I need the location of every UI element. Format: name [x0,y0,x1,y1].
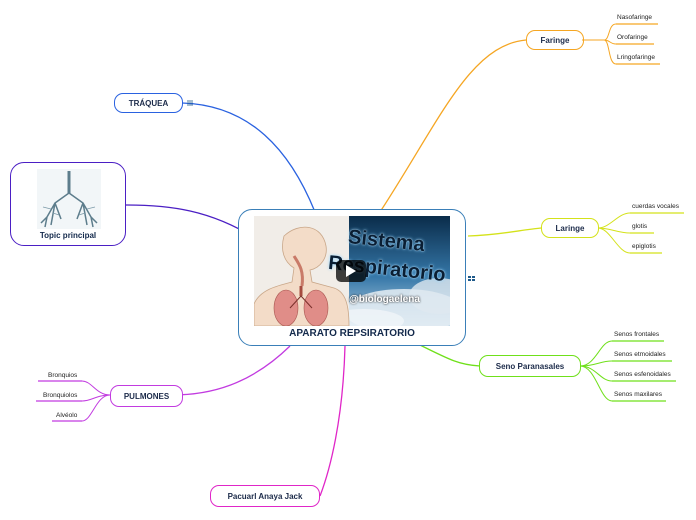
topic-principal-label: Topic principal [39,231,97,240]
faringe-child-orofaringe[interactable]: Orofaringe [617,34,648,41]
faringe-child-lringofaringe[interactable]: Lringofaringe [617,54,655,61]
senos-child-etmoidales[interactable]: Senos etmoidales [614,351,666,358]
link-traquea [181,102,316,213]
play-button[interactable] [336,260,366,282]
pulmones-child-bronquiolos[interactable]: Bronquiolos [43,392,78,399]
traquea-node[interactable]: TRÁQUEA [114,93,183,113]
laringe-child-glotis[interactable]: glotis [632,223,648,230]
play-icon [346,265,356,277]
pulmones-child-bronquios[interactable]: Bronquios [48,372,78,379]
topic-principal-node[interactable]: Topic principal [10,162,126,246]
link-senos [419,344,481,367]
seno-paranasales-label: Seno Paranasales [495,361,565,371]
pulmones-node[interactable]: PULMONES [110,385,183,407]
senos-child-esfenoidales[interactable]: Senos esfenoidales [614,371,671,378]
link-faringe [379,39,527,213]
link-pulmones [171,345,291,396]
laringe-label: Laringe [555,223,585,233]
laringe-child-cuerdas-vocales[interactable]: cuerdas vocales [632,203,679,210]
link-pacuarl [319,345,346,497]
faringe-label: Faringe [540,35,570,45]
pulmones-child-alveolo[interactable]: Alvéolo [56,412,78,419]
seno-paranasales-node[interactable]: Seno Paranasales [479,355,581,377]
faringe-node[interactable]: Faringe [526,30,584,50]
traquea-label: TRÁQUEA [128,98,169,108]
video-handle: @biologaelena [349,294,420,305]
link-laringe [467,227,542,237]
laringe-node[interactable]: Laringe [541,218,599,238]
notes-icon[interactable] [187,100,193,106]
central-node-title: APARATO REPSIRATORIO [289,328,415,339]
grid-icon[interactable] [468,276,476,282]
pacuarl-anaya-jack-label: Pacuarl Anaya Jack [227,491,303,501]
pacuarl-anaya-jack-node[interactable]: Pacuarl Anaya Jack [210,485,320,507]
laringe-child-epiglotis[interactable]: epiglotis [632,243,656,250]
senos-child-maxilares[interactable]: Senos maxilares [614,391,663,398]
link-topic [125,204,256,239]
pulmones-label: PULMONES [123,391,170,401]
senos-child-frontales[interactable]: Senos frontales [614,331,660,338]
lungs-bronchi-image [37,169,101,229]
faringe-child-nasofaringe[interactable]: Nasofaringe [617,14,653,21]
